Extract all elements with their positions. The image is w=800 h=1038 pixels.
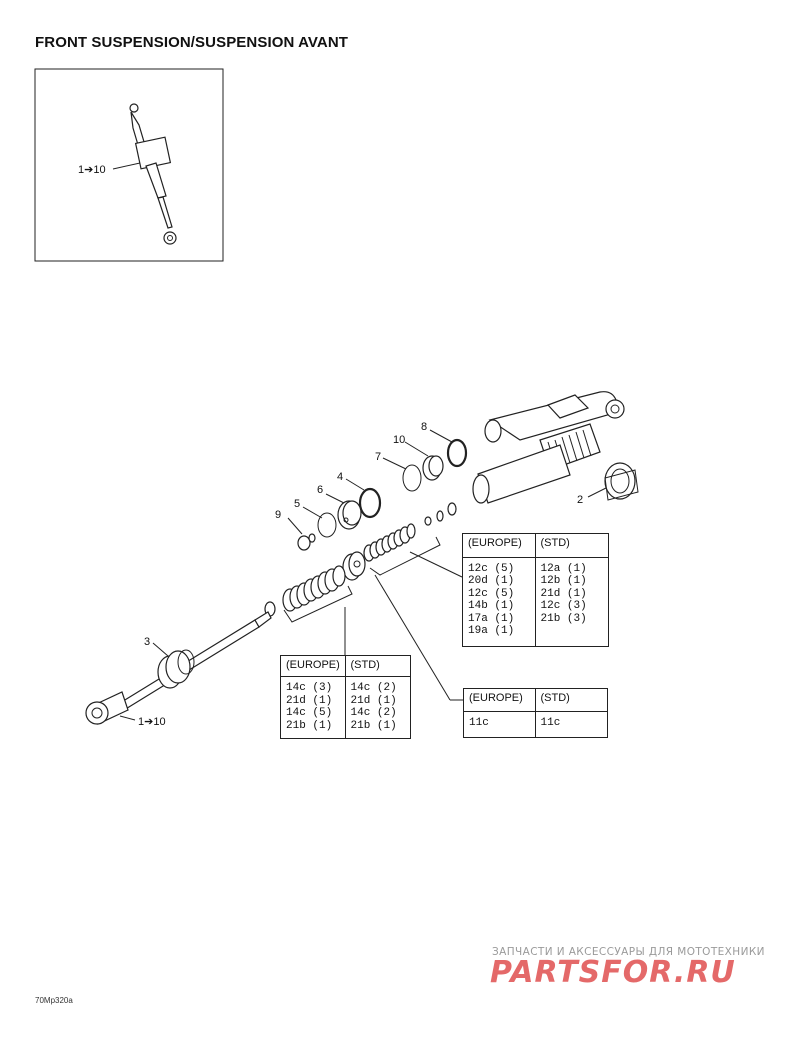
- table-col-europe: 14c (3) 21d (1) 14c (5) 21b (1): [281, 677, 346, 738]
- part-10-piston-cap: [422, 455, 444, 481]
- leader-4: [345, 478, 365, 491]
- table-col-europe: 11c: [464, 712, 536, 737]
- inset-shock-absorber: [129, 103, 177, 245]
- piston-assembly: [342, 551, 366, 581]
- callout-7: 7: [375, 451, 381, 463]
- shaft: [119, 611, 272, 711]
- piston-table: (EUROPE) (STD) 11c 11c: [463, 688, 608, 738]
- table-col-std: 11c: [540, 717, 561, 729]
- table-head-europe: (EUROPE): [464, 689, 536, 712]
- table-head-std: (STD): [345, 656, 410, 678]
- callout-4: 4: [337, 471, 343, 483]
- table-head-europe: (EUROPE): [281, 656, 346, 678]
- callout-8: 8: [421, 421, 427, 433]
- inset-leader: [112, 162, 141, 170]
- leader-7: [382, 457, 407, 470]
- table-head-std: (STD): [535, 534, 608, 558]
- part-3-bumper: [157, 649, 195, 689]
- leader-3: [152, 642, 169, 657]
- shim-stack-lower: [282, 565, 346, 612]
- leader-10: [404, 441, 429, 457]
- table-leaders: [283, 536, 463, 701]
- shim-stack-upper: [363, 523, 416, 562]
- callout-10: 10: [393, 434, 405, 446]
- watermark-tagline: ЗАПЧАСТИ И АКСЕССУАРЫ ДЛЯ МОТОТЕХНИКИ: [492, 946, 765, 958]
- shock-body-lower: [472, 444, 571, 504]
- part-8-o-ring: [446, 438, 468, 468]
- shim-table-bottom: (EUROPE) (STD) 14c (3) 21d (1) 14c (5) 2…: [280, 655, 411, 739]
- callout-2: 2: [577, 494, 583, 506]
- callout-1-10: 1➔10: [138, 716, 166, 728]
- part-2-preload-ring: [604, 462, 639, 501]
- lower-eye: [85, 691, 129, 725]
- leader-8: [429, 429, 453, 443]
- callout-3: 3: [144, 636, 150, 648]
- part-4-o-ring: [358, 487, 382, 519]
- table-col-std: 14c (2) 21d (1) 14c (2) 21b (1): [350, 682, 397, 732]
- part-5-ring: [317, 512, 337, 538]
- leader-6: [325, 493, 345, 504]
- table-head-europe: (EUROPE): [463, 534, 536, 558]
- part-9-nut: [297, 533, 316, 551]
- watermark-logo: PARTSFOR.RU: [490, 955, 736, 990]
- callout-5: 5: [294, 498, 300, 510]
- inset-frame: [34, 68, 224, 262]
- part-7-ring: [402, 464, 422, 492]
- table-col-std: 12a (1) 12b (1) 21d (1) 12c (3) 21b (3): [540, 562, 587, 625]
- shim-table-top: (EUROPE) (STD) 12c (5) 20d (1) 12c (5) 1…: [462, 533, 609, 647]
- callout-9: 9: [275, 509, 281, 521]
- figure-code: 70Mp320a: [35, 996, 73, 1005]
- callout-6: 6: [317, 484, 323, 496]
- part-6-piston: [337, 500, 362, 530]
- table-head-std: (STD): [535, 689, 607, 712]
- leader-9: [287, 517, 303, 535]
- leader-1-10: [119, 715, 136, 721]
- table-col-europe: 12c (5) 20d (1) 12c (5) 14b (1) 17a (1) …: [463, 557, 536, 646]
- shim-stack-small: [424, 502, 457, 526]
- leader-5: [302, 506, 323, 519]
- page-title: FRONT SUSPENSION/SUSPENSION AVANT: [35, 34, 349, 51]
- inset-range-label: 1➔10: [78, 164, 106, 176]
- leader-2: [587, 487, 607, 498]
